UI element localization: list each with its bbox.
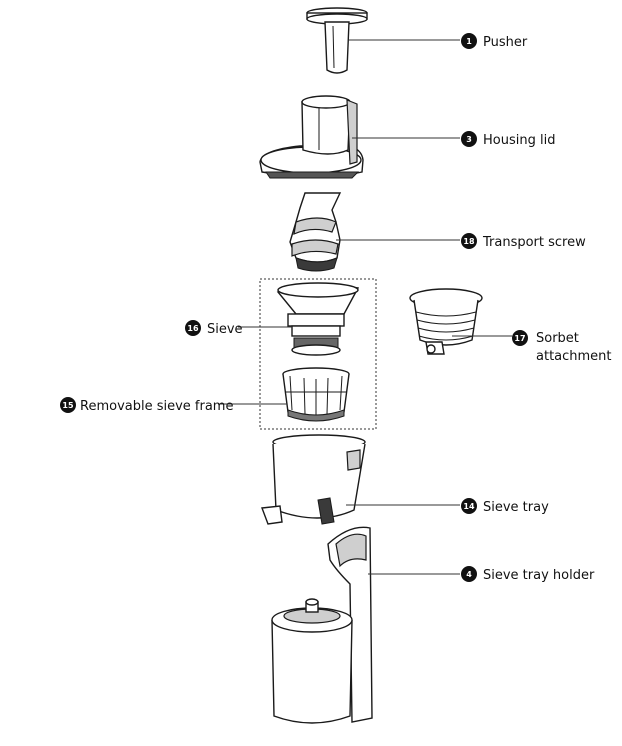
callout-label-line2: attachment xyxy=(536,349,612,364)
callout-label: Removable sieve frame xyxy=(80,399,233,414)
callout-number: 18 xyxy=(463,237,475,246)
callout-label: Transport screw xyxy=(482,235,586,250)
callout-sieve-tray: 14 Sieve tray xyxy=(461,498,549,515)
sieve-tray-holder-part xyxy=(271,526,373,724)
callout-number: 17 xyxy=(514,334,525,343)
transport-screw-part xyxy=(289,192,342,272)
pusher-part xyxy=(306,7,368,74)
callout-label: Sieve tray xyxy=(483,500,549,515)
callout-label: Sorbet xyxy=(536,331,579,346)
sieve-part xyxy=(276,282,360,356)
housing-lid-part xyxy=(259,95,364,179)
callout-label: Sieve xyxy=(207,322,243,337)
callout-sorbet-attachment: 17 Sorbet attachment xyxy=(512,330,612,364)
callout-label: Sieve tray holder xyxy=(483,568,595,583)
callout-removable-sieve-frame: 15 Removable sieve frame xyxy=(60,397,233,414)
callout-number: 4 xyxy=(466,570,472,579)
leader-lines xyxy=(218,39,512,575)
sieve-assembly-box xyxy=(259,278,377,430)
callout-number: 1 xyxy=(466,37,472,46)
removable-sieve-frame-part xyxy=(282,367,350,422)
callout-badge xyxy=(185,320,201,336)
callout-housing-lid: 3 Housing lid xyxy=(461,131,555,148)
callout-badge xyxy=(60,397,76,413)
callout-number: 3 xyxy=(466,135,472,144)
callout-number: 14 xyxy=(463,502,475,511)
callout-badge xyxy=(512,330,528,346)
callout-number: 16 xyxy=(187,324,199,333)
sieve-tray-part xyxy=(261,434,366,525)
sorbet-attachment-part xyxy=(409,288,483,355)
callout-badge xyxy=(461,233,477,249)
callout-sieve-tray-holder: 4 Sieve tray holder xyxy=(461,566,595,583)
callout-label: Pusher xyxy=(483,35,528,50)
callout-pusher: 1 Pusher xyxy=(461,33,528,50)
callout-number: 15 xyxy=(62,401,74,410)
callout-label: Housing lid xyxy=(483,133,555,148)
callout-badge xyxy=(461,566,477,582)
callout-transport-screw: 18 Transport screw xyxy=(461,233,586,250)
callout-sieve: 16 Sieve xyxy=(185,320,243,337)
callout-badge xyxy=(461,498,477,514)
callout-badge xyxy=(461,131,477,147)
callout-badge xyxy=(461,33,477,49)
